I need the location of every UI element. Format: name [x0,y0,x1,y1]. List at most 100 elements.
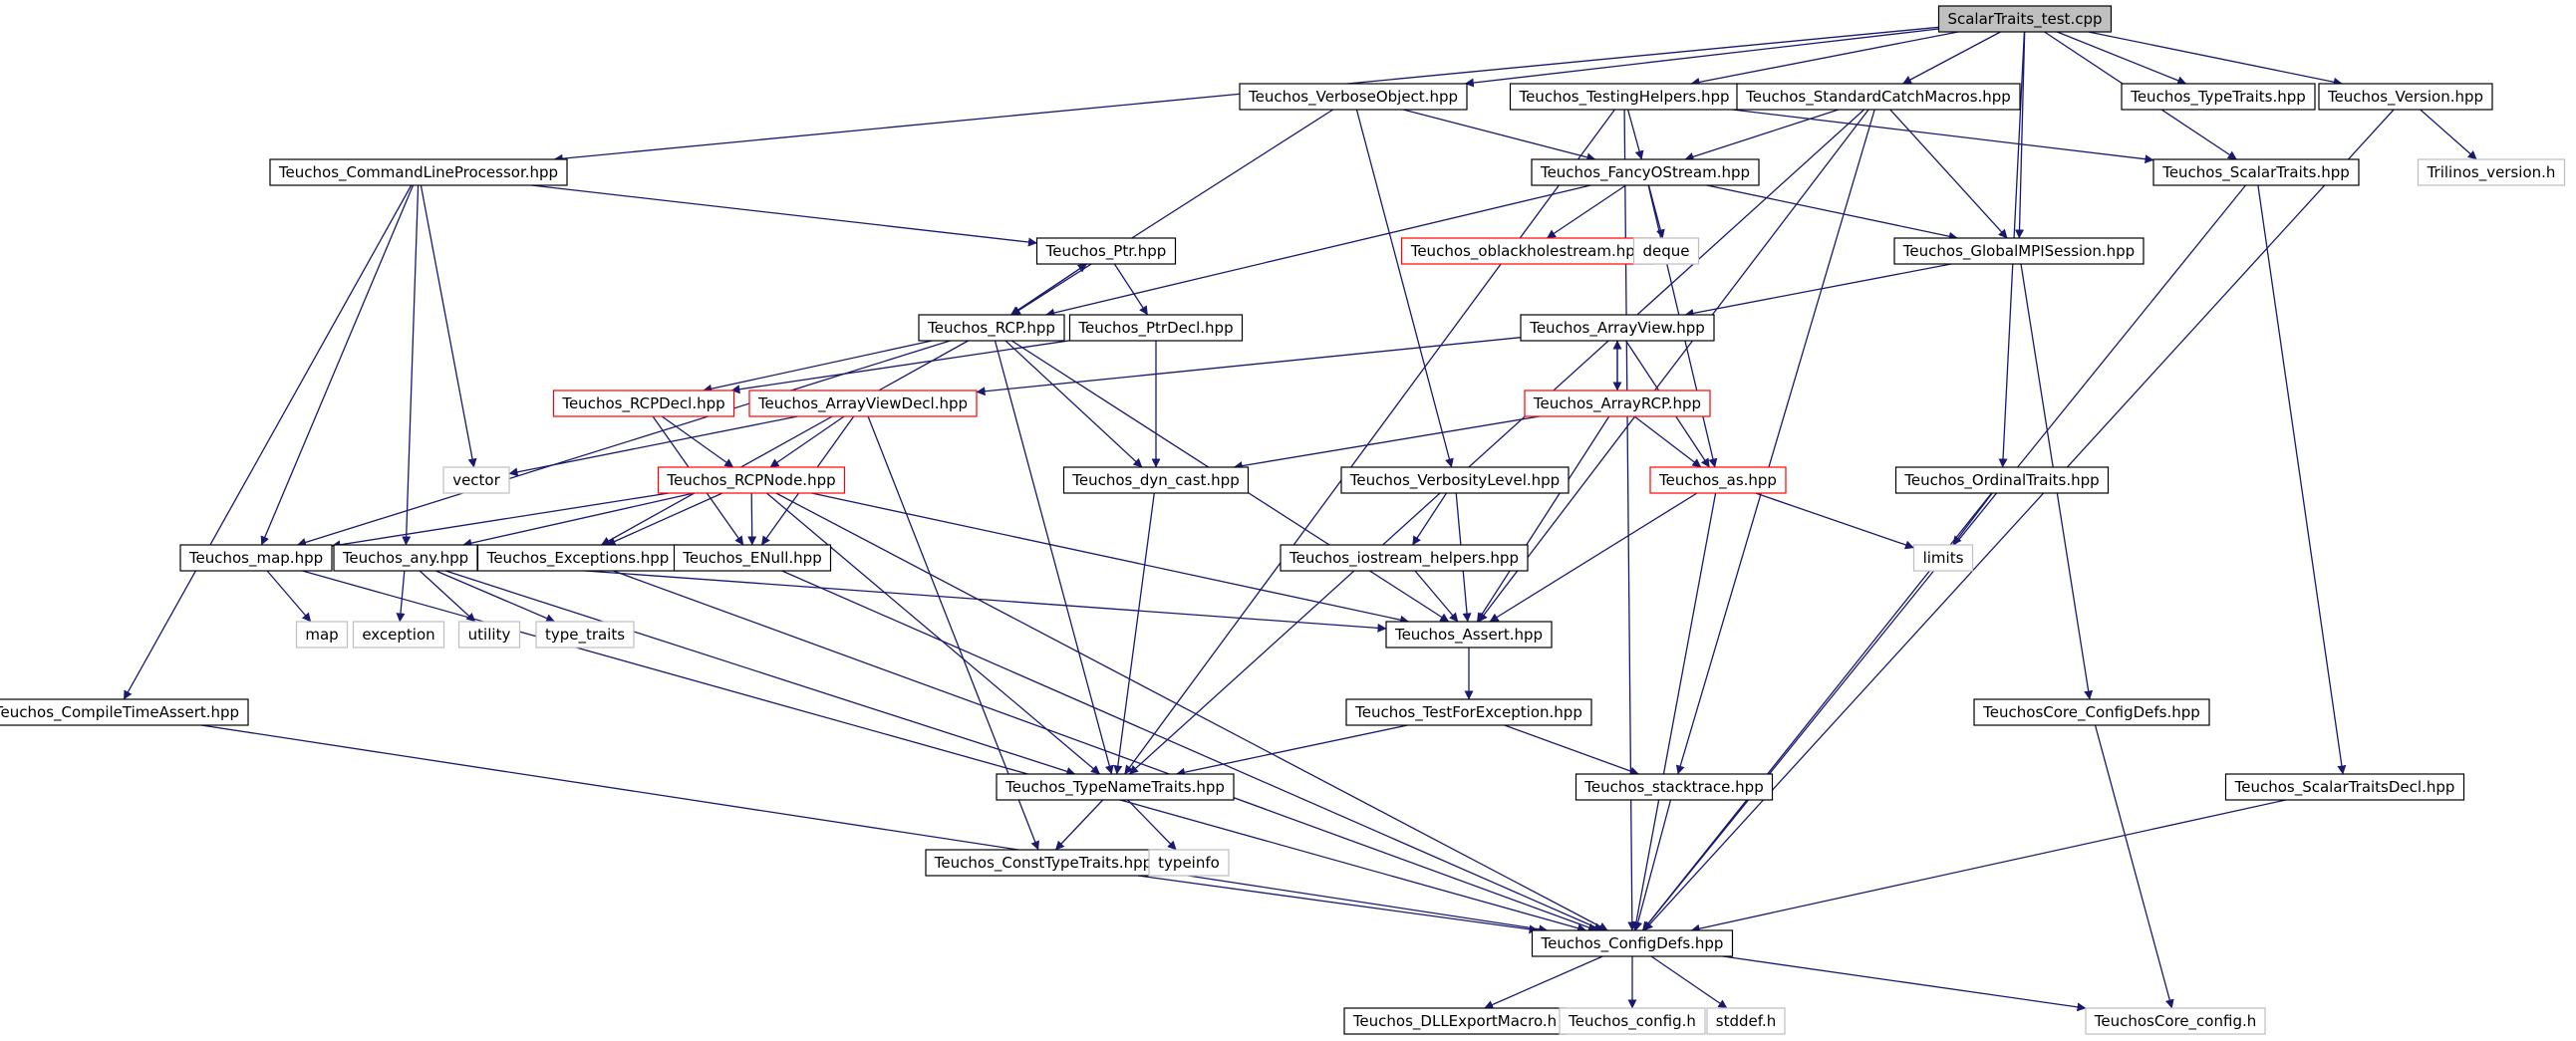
node-rcpdecl[interactable]: Teuchos_RCPDecl.hpp [552,390,735,417]
node-configh[interactable]: Teuchos_config.h [1559,1007,1706,1035]
node-arrayrcp[interactable]: Teuchos_ArrayRCP.hpp [1524,390,1711,417]
node-label-exceptions: Teuchos_Exceptions.hpp [486,549,670,568]
node-label-type_traits: type_traits [545,626,625,645]
edge-as-to-configdefs [1631,492,1717,931]
node-configdefs[interactable]: Teuchos_ConfigDefs.hpp [1531,929,1734,957]
node-stdcatch[interactable]: Teuchos_StandardCatchMacros.hpp [1736,83,2021,111]
node-scalartraitsdecl[interactable]: Teuchos_ScalarTraitsDecl.hpp [2224,773,2465,801]
node-label-stddef: stddef.h [1716,1012,1776,1030]
node-box-version [2318,83,2493,111]
node-label-consttypetraits: Teuchos_ConstTypeTraits.hpp [934,854,1152,873]
node-box-stdcatch [1736,83,2021,111]
node-box-stdmap [295,621,349,649]
node-ptrdecl[interactable]: Teuchos_PtrDecl.hpp [1068,314,1244,342]
node-dyncast[interactable]: Teuchos_dyn_cast.hpp [1062,466,1250,494]
node-any[interactable]: Teuchos_any.hpp [333,544,478,572]
node-verbose[interactable]: Teuchos_VerboseObject.hpp [1239,83,1468,111]
node-arrayviewdecl[interactable]: Teuchos_ArrayViewDecl.hpp [748,390,978,417]
edge-any-to-utility [419,570,476,623]
node-label-oblackhole: Teuchos_oblackholestream.hpp [1410,242,1645,261]
node-box-consttypetraits [925,849,1162,877]
node-label-arrayviewdecl: Teuchos_ArrayViewDecl.hpp [757,394,968,413]
node-deque[interactable]: deque [1632,237,1700,265]
node-version[interactable]: Teuchos_Version.hpp [2318,83,2493,111]
node-root[interactable]: ScalarTraits_test.cpp [1937,5,2113,33]
node-map[interactable]: Teuchos_map.hpp [179,544,333,572]
node-label-arrayrcp: Teuchos_ArrayRCP.hpp [1533,394,1701,413]
node-ptr[interactable]: Teuchos_Ptr.hpp [1035,237,1177,265]
edge-rcpnode-to-typenametraits [765,492,1101,775]
node-dllexport[interactable]: Teuchos_DLLExportMacro.h [1343,1007,1567,1035]
edge-rcpnode-to-configdefs [775,492,1608,931]
node-oblackhole[interactable]: Teuchos_oblackholestream.hpp [1400,237,1655,265]
node-label-typenametraits: Teuchos_TypeNameTraits.hpp [1004,778,1225,797]
node-vector[interactable]: vector [442,466,510,494]
edge-enull-to-configdefs [781,570,1603,931]
node-box-typetraits [2121,83,2316,111]
edge-configdefs-to-coreconfigh [1722,955,2087,1012]
node-box-clp [269,158,568,186]
edge-rcpdecl-to-rcpnode [661,415,734,468]
node-limits[interactable]: limits [1912,544,1974,572]
node-box-rcpdecl [552,390,735,417]
node-iostreamhelpers[interactable]: Teuchos_iostream_helpers.hpp [1280,544,1529,572]
node-enull[interactable]: Teuchos_ENull.hpp [673,544,832,572]
edge-rcp-to-rcpdecl [703,340,933,393]
node-coreconfig[interactable]: TeuchosCore_ConfigDefs.hpp [1973,698,2210,726]
node-scalartraits[interactable]: Teuchos_ScalarTraits.hpp [2152,158,2360,186]
node-type_traits[interactable]: type_traits [535,621,635,649]
node-clp[interactable]: Teuchos_CommandLineProcessor.hpp [269,158,568,186]
node-label-stdmap: map [305,626,338,644]
node-as[interactable]: Teuchos_as.hpp [1649,466,1787,494]
node-utility[interactable]: utility [457,621,521,649]
node-ordinaltraits[interactable]: Teuchos_OrdinalTraits.hpp [1894,466,2110,494]
node-stdmap[interactable]: map [295,621,349,649]
node-box-compiletime [0,698,249,726]
node-box-testforexc [1345,698,1592,726]
node-box-as [1649,466,1787,494]
node-compiletime[interactable]: Teuchos_CompileTimeAssert.hpp [0,698,249,726]
edge-iostreamhelpers-to-assert [1414,570,1459,623]
node-globalmpi[interactable]: Teuchos_GlobalMPISession.hpp [1893,237,2145,265]
node-assert[interactable]: Teuchos_Assert.hpp [1385,621,1553,649]
node-label-vector: vector [452,471,500,489]
edge-stdcatch-to-assert [1478,109,1869,623]
node-stacktrace[interactable]: Teuchos_stacktrace.hpp [1574,773,1774,801]
node-label-utility: utility [468,626,511,644]
node-testinghelpers[interactable]: Teuchos_TestingHelpers.hpp [1509,83,1740,111]
dependency-nodes: ScalarTraits_test.cppTeuchos_VerboseObje… [0,5,2566,1035]
node-box-oblackhole [1400,237,1655,265]
edge-verbose-to-verbosity [1355,109,1454,468]
node-typeinfo[interactable]: typeinfo [1148,849,1230,877]
node-box-globalmpi [1893,237,2145,265]
node-box-stddef [1706,1007,1786,1035]
node-box-testinghelpers [1509,83,1740,111]
node-testforexc[interactable]: Teuchos_TestForException.hpp [1345,698,1592,726]
node-box-exception [352,621,445,649]
edge-ptrdecl-to-rcpdecl [730,340,1070,394]
node-label-dyncast: Teuchos_dyn_cast.hpp [1071,471,1239,490]
node-box-utility [457,621,521,649]
node-typetraits[interactable]: Teuchos_TypeTraits.hpp [2121,83,2316,111]
node-label-iostreamhelpers: Teuchos_iostream_helpers.hpp [1288,549,1519,568]
node-exceptions[interactable]: Teuchos_Exceptions.hpp [476,544,680,572]
node-fancy[interactable]: Teuchos_FancyOStream.hpp [1531,158,1760,186]
node-label-clp: Teuchos_CommandLineProcessor.hpp [278,163,558,182]
node-exception[interactable]: exception [352,621,445,649]
node-verbosity[interactable]: Teuchos_VerbosityLevel.hpp [1340,466,1570,494]
edge-root-to-globalmpi [2015,31,2026,239]
node-typenametraits[interactable]: Teuchos_TypeNameTraits.hpp [996,773,1235,801]
edge-testinghelpers-to-fancy [1626,109,1644,160]
node-box-ordinaltraits [1894,466,2110,494]
node-arrayview[interactable]: Teuchos_ArrayView.hpp [1520,314,1715,342]
node-label-arrayview: Teuchos_ArrayView.hpp [1529,319,1705,338]
node-trilinosver[interactable]: Trilinos_version.h [2417,158,2566,186]
node-coreconfigh[interactable]: TeuchosCore_config.h [2085,1007,2266,1035]
edge-globalmpi-to-arrayview [1684,263,1952,318]
node-consttypetraits[interactable]: Teuchos_ConstTypeTraits.hpp [925,849,1162,877]
node-rcp[interactable]: Teuchos_RCP.hpp [918,314,1065,342]
node-stddef[interactable]: stddef.h [1706,1007,1786,1035]
edge-root-to-stdcatch [1902,31,2001,85]
edge-testinghelpers-to-typenametraits [1124,109,1615,775]
node-rcpnode[interactable]: Teuchos_RCPNode.hpp [657,466,846,494]
